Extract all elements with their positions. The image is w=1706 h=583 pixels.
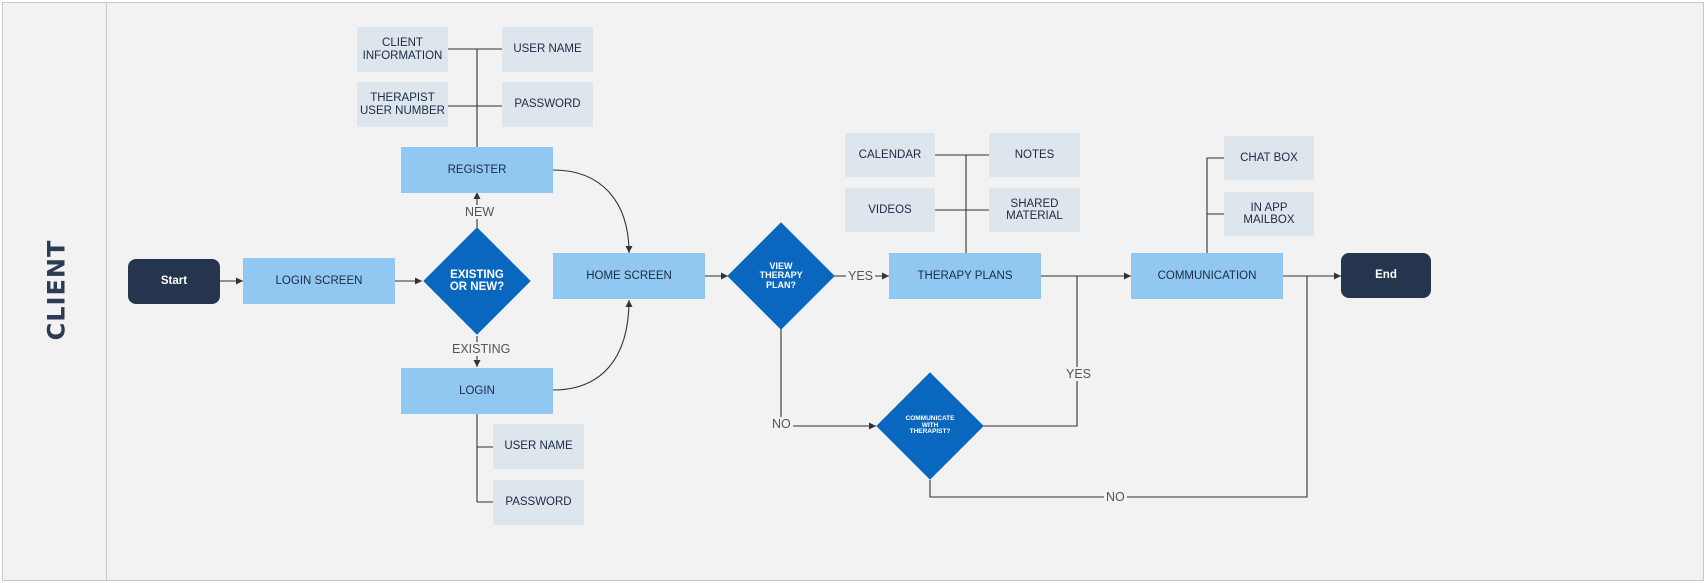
communicate-with-therapist-decision[interactable]: COMMUNICATE WITH THERAPIST?	[876, 372, 984, 480]
lane-divider	[106, 2, 107, 581]
in-app-mailbox-item: IN APP MAILBOX	[1224, 192, 1314, 236]
edge-communicate-no-end	[929, 275, 1316, 498]
home-screen-node[interactable]: HOME SCREEN	[553, 253, 705, 299]
notes-item: NOTES	[989, 133, 1080, 177]
edge-label-existing: EXISTING	[450, 342, 513, 356]
calendar-item: CALENDAR	[845, 133, 935, 177]
edge-communicate-yes	[982, 275, 1086, 427]
existing-or-new-decision[interactable]: EXISTING OR NEW?	[423, 227, 531, 335]
edge-view-no-communicate	[780, 329, 876, 430]
existing-or-new-label: EXISTING OR NEW?	[449, 268, 505, 293]
end-node[interactable]: End	[1341, 253, 1431, 298]
view-therapy-plan-label: VIEW THERAPY PLAN?	[759, 260, 803, 290]
bracket-therapy-items	[935, 154, 989, 253]
edge-label-no-plan: NO	[770, 417, 793, 431]
edge-label-yes-plan: YES	[846, 269, 876, 283]
edge-label-yes-communicate: YES	[1064, 367, 1094, 381]
chat-box-item: CHAT BOX	[1224, 136, 1314, 180]
edge-label-new: NEW	[463, 205, 497, 219]
edge-login-home	[552, 299, 633, 391]
view-therapy-plan-decision[interactable]: VIEW THERAPY PLAN?	[727, 222, 835, 330]
videos-item: VIDEOS	[845, 188, 935, 232]
register-password-field: PASSWORD	[502, 82, 593, 127]
client-information-field: CLIENT INFORMATION	[357, 27, 448, 72]
login-screen-node[interactable]: LOGIN SCREEN	[243, 258, 395, 304]
therapy-plans-node[interactable]: THERAPY PLANS	[889, 253, 1041, 299]
bracket-register-fields	[448, 48, 502, 147]
edge-label-no-communicate: NO	[1104, 490, 1127, 504]
login-node[interactable]: LOGIN	[401, 368, 553, 414]
communicate-with-therapist-label: COMMUNICATE WITH THERAPIST?	[905, 414, 955, 436]
bracket-login-fields	[476, 414, 493, 503]
communication-node[interactable]: COMMUNICATION	[1131, 253, 1283, 299]
register-node[interactable]: REGISTER	[401, 147, 553, 193]
bracket-communication-items	[1206, 157, 1224, 253]
login-password-field: PASSWORD	[493, 480, 584, 525]
start-node[interactable]: Start	[128, 259, 220, 304]
edge-register-home	[552, 169, 633, 254]
shared-material-item: SHARED MATERIAL	[989, 188, 1080, 232]
register-user-name-field: USER NAME	[502, 27, 593, 72]
login-user-name-field: USER NAME	[493, 424, 584, 469]
therapist-user-number-field: THERAPIST USER NUMBER	[357, 82, 448, 127]
